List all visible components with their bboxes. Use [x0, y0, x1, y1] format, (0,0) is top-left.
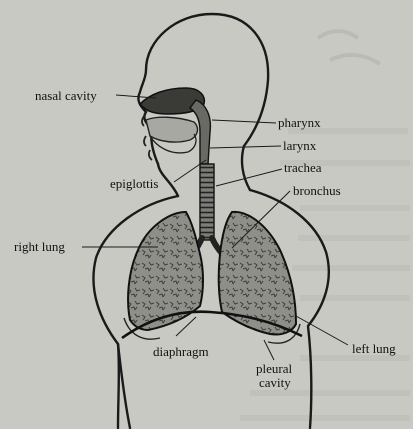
- label-left-lung: left lung: [352, 342, 396, 355]
- label-pleural-cavity-line2: cavity: [259, 376, 291, 389]
- label-trachea: trachea: [284, 161, 322, 174]
- label-diaphragm: diaphragm: [153, 345, 209, 358]
- label-pharynx: pharynx: [278, 116, 321, 129]
- label-bronchus: bronchus: [293, 184, 341, 197]
- label-pleural-cavity-line1: pleural: [256, 362, 292, 375]
- label-larynx: larynx: [283, 139, 316, 152]
- label-nasal-cavity: nasal cavity: [35, 89, 97, 102]
- label-right-lung: right lung: [14, 240, 65, 253]
- label-epiglottis: epiglottis: [110, 177, 158, 190]
